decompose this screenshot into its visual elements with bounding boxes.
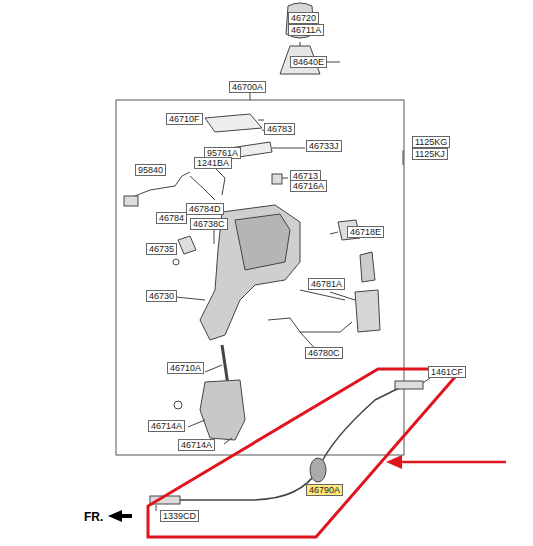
highlight-arrow: [386, 455, 402, 469]
callout-number: 46716A: [290, 180, 327, 192]
callout-number: 1125KG: [412, 136, 450, 148]
callout-number: 46714A: [148, 420, 185, 432]
callout-number: 46735: [146, 243, 177, 255]
callout-number: 46784: [156, 212, 187, 224]
callout-number: 46783: [264, 123, 295, 135]
callout-number: 95840: [135, 164, 166, 176]
callout-number: 1339CD: [160, 510, 199, 522]
callout-number: 46700A: [229, 81, 266, 93]
callout-number: 84640E: [290, 56, 327, 68]
callout-number: 46790A: [306, 484, 343, 496]
callout-number: 46733J: [306, 140, 342, 152]
callout-number: 46710A: [167, 362, 204, 374]
callout-number: 46738C: [190, 218, 228, 230]
callout-number: 46710F: [166, 113, 203, 125]
assembly-frame: [116, 100, 404, 455]
callout-number: 46780C: [305, 347, 343, 359]
bracket: [205, 114, 262, 132]
callout-number: 1461CF: [428, 366, 466, 378]
lower-bracket: [200, 380, 245, 440]
callout-number: 46730: [146, 290, 177, 302]
callout-number: 1241BA: [194, 157, 232, 169]
callout-number: 46718E: [347, 226, 384, 238]
direction-label: FR.: [84, 512, 103, 522]
callout-number: 46784D: [186, 203, 224, 215]
callout-number: 46714A: [178, 439, 215, 451]
highlight-outline: [148, 369, 462, 537]
shift-cable: [160, 386, 405, 500]
callout-number: 46720: [288, 12, 319, 24]
callout-number: 46781A: [308, 278, 345, 290]
front-arrow: [108, 510, 132, 522]
callout-number: 46711A: [288, 24, 324, 36]
callout-number: 1125KJ: [412, 148, 448, 160]
